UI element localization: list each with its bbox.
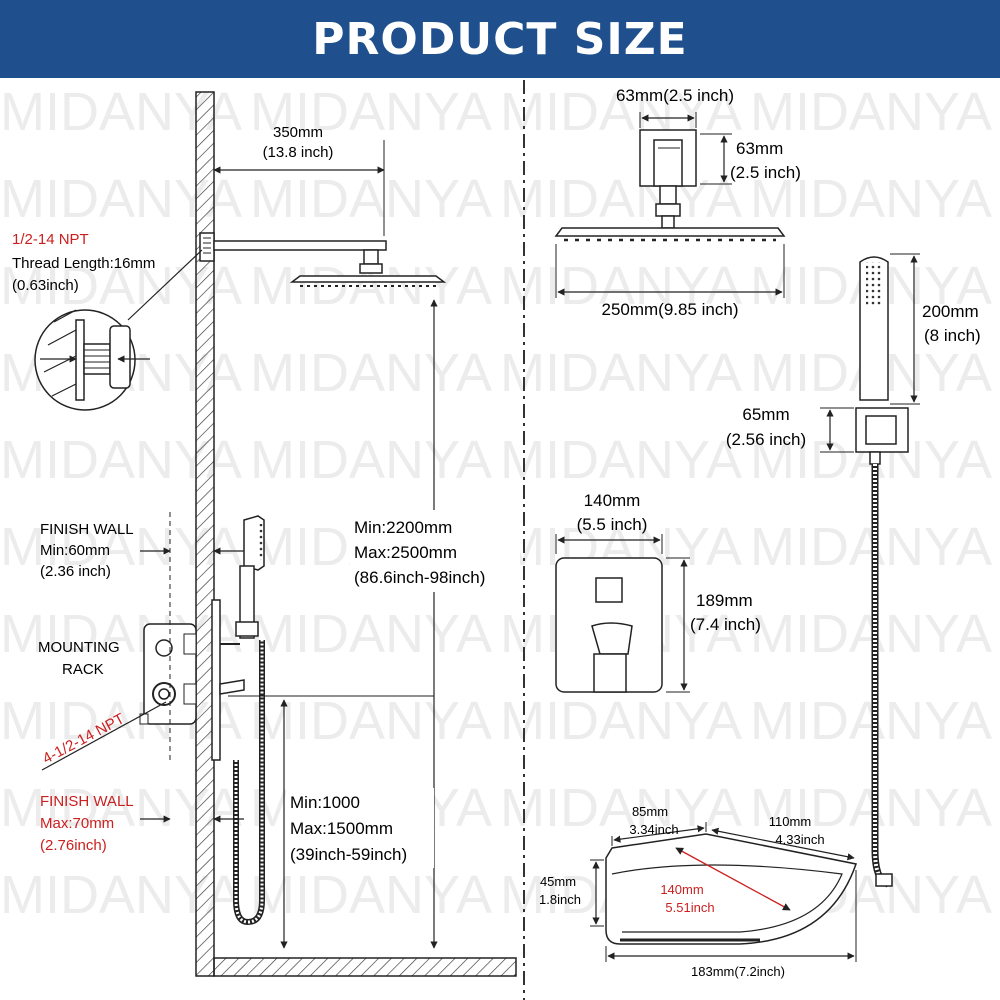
mounting-rack-label-2: RACK bbox=[62, 661, 104, 678]
finish-wall-min-dimension: FINISH WALL Min:60mm (2.36 inch) bbox=[40, 512, 244, 760]
valve-height-inch-label: (39inch-59inch) bbox=[290, 845, 407, 864]
spout-width-label: 110mm bbox=[769, 814, 811, 829]
finish-wall-1-inch-label: (2.36 inch) bbox=[40, 563, 111, 580]
header-banner: PRODUCT SIZE bbox=[0, 0, 1000, 78]
watermark-text: MIDANYA bbox=[250, 604, 492, 664]
thread-length-inch-label: (0.63inch) bbox=[12, 277, 79, 294]
watermark-text: MIDANYA bbox=[500, 430, 742, 490]
plate-width-label: 140mm bbox=[584, 491, 641, 510]
watermark-text: MIDANYA bbox=[250, 691, 492, 751]
watermark-text: MIDANYA bbox=[750, 604, 992, 664]
spout-total-label: 183mm(7.2inch) bbox=[691, 964, 785, 979]
npt-bottom-callout: 4-1/2-14 NPT bbox=[40, 701, 167, 771]
arm-width-label: 350mm bbox=[273, 124, 323, 141]
head-width-label: 250mm(9.85 inch) bbox=[601, 300, 738, 319]
spout-length-inch-label: 5.51inch bbox=[665, 900, 714, 915]
plate-width-inch-label: (5.5 inch) bbox=[577, 515, 648, 534]
spout-width-inch-label: 4.33inch bbox=[775, 832, 824, 847]
finish-wall-2-inch-label: (2.76inch) bbox=[40, 837, 107, 854]
valve-trim-plate-illustration bbox=[555, 557, 663, 693]
flange-dimensions: 63mm(2.5 inch) 63mm (2.5 inch) bbox=[616, 86, 801, 185]
page-title: PRODUCT SIZE bbox=[312, 13, 688, 65]
shower-height-min-label: Min:2200mm bbox=[354, 518, 452, 537]
shower-height-max-label: Max:2500mm bbox=[354, 543, 457, 562]
watermark-text: MIDANYA bbox=[500, 343, 742, 403]
head-width-dimension: 250mm(9.85 inch) bbox=[555, 244, 785, 319]
spout-depth-label: 85mm bbox=[632, 804, 668, 819]
spout-height-label: 45mm bbox=[540, 874, 576, 889]
watermark-text: MIDANYA bbox=[500, 691, 742, 751]
shower-arm-illustration bbox=[199, 232, 447, 287]
handheld-length-inch-label: (8 inch) bbox=[924, 326, 981, 345]
shower-head-illustration bbox=[554, 129, 786, 242]
spout-depth-inch-label: 3.34inch bbox=[629, 822, 678, 837]
watermark-text: MIDANYA bbox=[500, 82, 742, 142]
wall-section bbox=[195, 91, 517, 977]
npt-bottom-label: 4-1/2-14 NPT bbox=[40, 710, 127, 767]
mounting-rack-label-1: MOUNTING bbox=[38, 639, 120, 656]
spout-length-label: 140mm bbox=[660, 882, 703, 897]
holder-inch-label: (2.56 inch) bbox=[726, 430, 806, 449]
finish-wall-2-max-label: Max:70mm bbox=[40, 815, 114, 832]
watermark-text: MIDANYA bbox=[500, 256, 742, 316]
flange-width-label: 63mm(2.5 inch) bbox=[616, 86, 734, 105]
flange-height-inch-label: (2.5 inch) bbox=[730, 163, 801, 182]
valve-height-dimension: Min:1000 Max:1500mm (39inch-59inch) bbox=[228, 695, 434, 949]
thread-length-label: Thread Length:16mm bbox=[12, 255, 155, 272]
watermark-text: MIDANYA bbox=[250, 169, 492, 229]
npt-top-label: 1/2-14 NPT bbox=[12, 231, 89, 248]
finish-wall-1-min-label: Min:60mm bbox=[40, 542, 110, 559]
thread-detail-callout: 1/2-14 NPT Thread Length:16mm (0.63inch) bbox=[12, 231, 203, 411]
plate-height-inch-label: (7.4 inch) bbox=[690, 615, 761, 634]
finish-wall-1-label: FINISH WALL bbox=[40, 521, 134, 538]
watermark-text: MIDANYA bbox=[250, 865, 492, 925]
watermark-text: MIDANYA bbox=[250, 430, 492, 490]
shower-height-dimension: Min:2200mm Max:2500mm (86.6inch-98inch) bbox=[350, 299, 520, 949]
valve-height-min-label: Min:1000 bbox=[290, 793, 360, 812]
plate-height-label: 189mm bbox=[696, 591, 753, 610]
hand-shower-illustration bbox=[233, 515, 265, 926]
watermark-text: MIDANYA bbox=[750, 691, 992, 751]
valve-height-max-label: Max:1500mm bbox=[290, 819, 393, 838]
plate-dimensions: 140mm (5.5 inch) 189mm (7.4 inch) bbox=[555, 491, 761, 693]
finish-wall-max-dimension: FINISH WALL Max:70mm (2.76inch) bbox=[40, 780, 244, 854]
shower-height-inch-label: (86.6inch-98inch) bbox=[354, 568, 485, 587]
holder-label: 65mm bbox=[742, 405, 789, 424]
finish-wall-2-label: FINISH WALL bbox=[40, 793, 134, 810]
arm-width-inch-label: (13.8 inch) bbox=[263, 144, 334, 161]
handheld-dimensions: 200mm (8 inch) 65mm (2.56 inch) bbox=[726, 253, 981, 453]
spout-dimensions: 85mm 3.34inch 110mm 4.33inch 45mm 1.8inc… bbox=[539, 804, 857, 979]
watermark-text: MIDANYA bbox=[500, 169, 742, 229]
watermark-text: MIDANYA bbox=[750, 82, 992, 142]
handheld-length-label: 200mm bbox=[922, 302, 979, 321]
handheld-shower-illustration bbox=[855, 256, 909, 888]
flange-height-label: 63mm bbox=[736, 139, 783, 158]
watermark-text: MIDANYA bbox=[250, 82, 492, 142]
watermark-text: MIDANYA bbox=[750, 169, 992, 229]
watermark-text: MIDANYA bbox=[750, 517, 992, 577]
spout-height-inch-label: 1.8inch bbox=[539, 892, 581, 907]
arm-dimension: 350mm (13.8 inch) bbox=[213, 124, 385, 236]
watermark-text: MIDANYA bbox=[250, 343, 492, 403]
